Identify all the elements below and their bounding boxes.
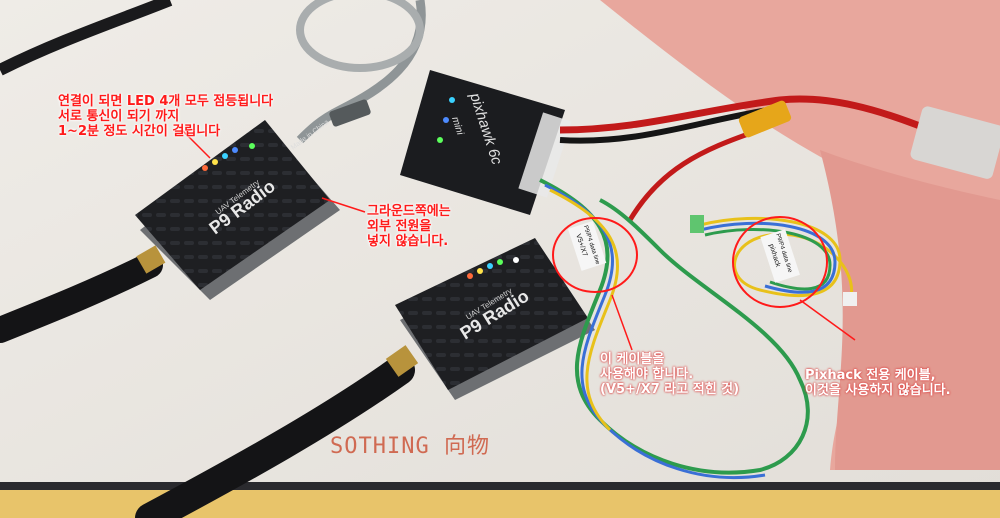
pixhack-note-line-2: 이것을 사용하지 않습니다.	[805, 383, 951, 398]
radio-bottom-device: P9 Radio UAV Telemetry	[395, 238, 595, 400]
xt60-connector	[738, 100, 792, 138]
cable-tag-right: P9/P4 data line pixhack	[760, 229, 800, 283]
pixhack-note-line-1: Pixhack 전용 케이블,	[805, 368, 936, 383]
arrow-pixhack-note	[799, 299, 856, 341]
highlight-circle-pixhack-cable	[732, 216, 828, 308]
arrow-cable-note	[611, 294, 633, 351]
antenna-bottom	[135, 355, 415, 518]
led-note-line-2: 서로 통신이 되기 까지	[58, 109, 180, 124]
flight-controller: pixhawk 6c mini	[400, 70, 572, 215]
mat-logo: SOTHING 向物	[330, 434, 490, 459]
cable-tag-left: P9/P4 data line V5+/X7	[567, 220, 607, 271]
mat-pink-lower	[820, 150, 1000, 470]
cable-note-line-2: 사용해야 합니다.	[600, 367, 694, 382]
coiled-cable	[296, 0, 424, 72]
led-note-line-3: 1~2분 정도 시간이 걸립니다	[58, 124, 221, 139]
arrow-ground-note	[321, 197, 366, 213]
ground-note: 그라운드쪽에는 외부 전원을 넣지 않습니다.	[367, 204, 451, 249]
data-cable-right-2	[699, 221, 837, 294]
antenna-top	[0, 252, 163, 343]
usb-cable-black	[0, 0, 173, 76]
antenna-bottom-connector	[385, 345, 419, 377]
usb-plug	[329, 99, 371, 127]
cable-note-line-1: 이 케이블을	[600, 352, 665, 367]
ground-note-line-1: 그라운드쪽에는	[367, 204, 451, 219]
data-cable-left-2	[544, 183, 766, 479]
cable-note: 이 케이블을 사용해야 합니다. (V5+/X7 라고 적힌 것)	[600, 352, 739, 397]
power-module	[910, 106, 1000, 179]
mat-dark-edge	[0, 482, 1000, 490]
highlight-circle-correct-cable	[552, 217, 638, 293]
power-cable-red	[559, 95, 932, 134]
jst-connector-right	[690, 215, 704, 233]
led-note-line-1: 연결이 되면 LED 4개 모두 점등됩니다	[58, 94, 274, 109]
antenna-top-connector	[136, 245, 166, 274]
ground-note-line-2: 외부 전원을	[367, 219, 432, 234]
pixhack-note: Pixhack 전용 케이블, 이것을 사용하지 않습니다.	[805, 368, 951, 398]
led-note: 연결이 되면 LED 4개 모두 점등됩니다 서로 통신이 되기 까지 1~2분…	[58, 94, 273, 139]
power-cable-red-2	[627, 127, 761, 222]
cable-note-line-3: (V5+/X7 라고 적힌 것)	[600, 382, 740, 397]
arrow-led-note	[179, 127, 211, 159]
data-cable-right-3	[704, 228, 832, 291]
jst-connector-end	[843, 292, 857, 306]
data-cable-left	[539, 178, 810, 475]
ground-note-line-3: 넣지 않습니다.	[367, 234, 449, 249]
radio-top-device: P9 Radio UAV Telemetry Made in China	[135, 119, 340, 300]
